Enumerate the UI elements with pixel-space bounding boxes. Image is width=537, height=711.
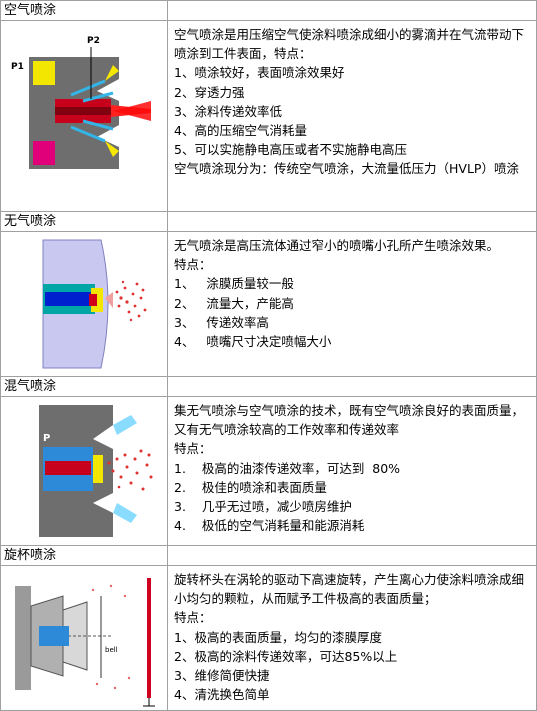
section-description: 无气喷涂是高压流体通过窄小的喷嘴小孔所产生喷涂效果。 特点： 1、 涂膜质量较一…: [167, 231, 537, 377]
air-spray-figure: P1 P2: [0, 20, 168, 212]
description-line: 3、 传递效率高: [174, 314, 269, 330]
description-line: 集无气喷涂与空气喷涂的技术，既有空气喷涂良好的表面质量，又有无气喷涂较高的工作效…: [174, 403, 525, 438]
empty-cell: [167, 376, 537, 397]
section-body-row: P1 P2 空气喷涂是用压缩空气使涂料喷涂成细小的雾滴并在气流带动下喷涂到工件表…: [0, 20, 537, 212]
description-line: 3、维修简便快捷: [174, 668, 270, 684]
description-line: 无气喷涂是高压流体通过窄小的喷嘴小孔所产生喷涂效果。: [174, 238, 500, 253]
description-line: 2、穿透力强: [174, 84, 245, 100]
description-line: 特点：: [174, 257, 212, 273]
empty-cell: [167, 0, 537, 21]
description-line: 1、极高的表面质量，均匀的漆膜厚度: [174, 629, 382, 645]
label-bell: bell: [105, 646, 118, 654]
description-line: 4. 极低的空气消耗量和能源消耗: [174, 518, 365, 534]
description-line: 1、喷涂较好，表面喷涂效果好: [174, 65, 345, 81]
label-p: P: [43, 433, 50, 444]
description-line: 3、涂料传递效率低: [174, 103, 282, 119]
air-spray-gun-diagram: P1 P2: [11, 36, 151, 169]
label-p2: P2: [87, 36, 100, 46]
description-line: 特点：: [174, 610, 212, 626]
description-line: 5、可以实施静电高压或者不实施静电高压: [174, 142, 407, 158]
label-p1: P1: [11, 62, 24, 72]
section-title-row: 旋杯喷涂: [0, 545, 537, 566]
section-title: 无气喷涂: [0, 211, 168, 232]
description-line: 4、 喷嘴尺寸决定喷幅大小: [174, 334, 332, 350]
description-line: 2、极高的涂料传递效率，可达85%以上: [174, 648, 398, 664]
description-line: 1. 极高的油漆传递效率，可达到 80%: [174, 460, 401, 476]
section-title: 混气喷涂: [0, 376, 168, 397]
description-line: 空气喷涂是用压缩空气使涂料喷涂成细小的雾滴并在气流带动下喷涂到工件表面，特点：: [174, 27, 525, 62]
section-body-row: bell 旋转杯头在涡轮的驱动下高速旋转，产生离心力使涂料喷涂成细小均匀的颗粒，…: [0, 565, 537, 711]
description-line: 1、 涂膜质量较一般: [174, 276, 294, 292]
description-line: 2、 流量大，产能高: [174, 295, 294, 311]
description-line: 4、高的压缩空气消耗量: [174, 123, 307, 139]
rotary-bell-figure: bell: [0, 565, 168, 711]
empty-cell: [167, 545, 537, 566]
section-title: 空气喷涂: [0, 0, 168, 21]
air-assisted-spray-gun-diagram: P: [39, 405, 153, 537]
section-title: 旋杯喷涂: [0, 545, 168, 566]
section-title-row: 空气喷涂: [0, 0, 537, 21]
empty-cell: [167, 211, 537, 232]
description-line: 4、清洗换色简单: [174, 687, 270, 703]
airless-spray-figure: [0, 231, 168, 377]
description-line: 2. 极佳的喷涂和表面质量: [174, 479, 327, 495]
section-description: 空气喷涂是用压缩空气使涂料喷涂成细小的雾滴并在气流带动下喷涂到工件表面，特点： …: [167, 20, 537, 212]
section-body-row: P 集无气喷涂与空气喷涂的技术，既有空气喷涂良好的表面质量，又有无气喷涂较高的工…: [0, 396, 537, 546]
section-description: 旋转杯头在涡轮的驱动下高速旋转，产生离心力使涂料喷涂成细小均匀的颗粒，从而赋予工…: [167, 565, 537, 711]
description-line: 特点：: [174, 441, 212, 457]
air-assisted-spray-figure: P: [0, 396, 168, 546]
section-description: 集无气喷涂与空气喷涂的技术，既有空气喷涂良好的表面质量，又有无气喷涂较高的工作效…: [167, 396, 537, 546]
description-line: 空气喷涂现分为：传统空气喷涂，大流量低压力（HVLP）喷涂: [174, 161, 519, 177]
description-line: 3. 几乎无过喷，减少喷房维护: [174, 499, 352, 515]
section-title-row: 混气喷涂: [0, 376, 537, 397]
airless-spray-gun-diagram: [42, 239, 147, 369]
rotary-bell-diagram: bell: [15, 578, 155, 707]
description-line: 旋转杯头在涡轮的驱动下高速旋转，产生离心力使涂料喷涂成细小均匀的颗粒，从而赋予工…: [174, 572, 525, 607]
section-body-row: 无气喷涂是高压流体通过窄小的喷嘴小孔所产生喷涂效果。 特点： 1、 涂膜质量较一…: [0, 231, 537, 377]
section-title-row: 无气喷涂: [0, 211, 537, 232]
